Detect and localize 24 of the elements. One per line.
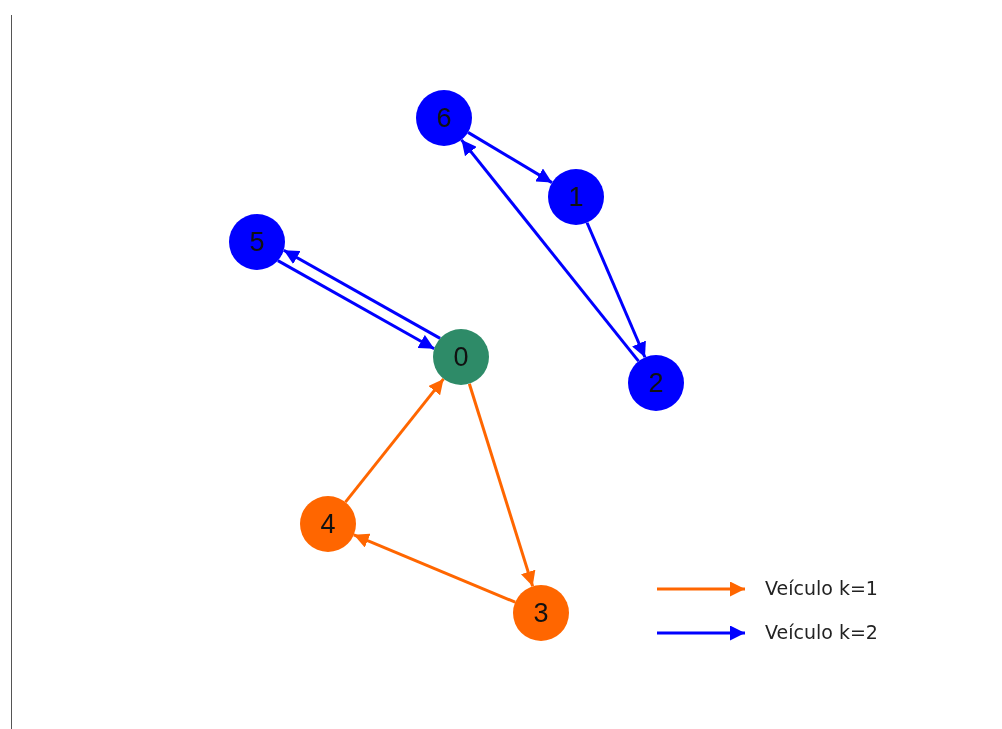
node-circle bbox=[229, 214, 285, 270]
node-label: 5 bbox=[249, 228, 265, 256]
arrow bbox=[353, 533, 516, 604]
arrow bbox=[283, 248, 441, 340]
arrow bbox=[585, 222, 647, 358]
node-label: 3 bbox=[533, 599, 549, 627]
node-circle bbox=[300, 496, 356, 552]
node-label: 0 bbox=[453, 343, 469, 371]
node-label: 6 bbox=[436, 104, 452, 132]
arrow bbox=[467, 131, 553, 184]
arrow bbox=[467, 383, 536, 587]
node-circle bbox=[628, 355, 684, 411]
arrow bbox=[344, 377, 445, 504]
node-circle bbox=[433, 329, 489, 385]
node-label: 4 bbox=[320, 510, 336, 538]
arrow bbox=[460, 138, 640, 363]
node-circle bbox=[513, 585, 569, 641]
legend-label: Veículo k=2 bbox=[765, 621, 878, 643]
arrow bbox=[277, 259, 435, 351]
node-circle bbox=[416, 90, 472, 146]
node-label: 2 bbox=[648, 369, 664, 397]
node-circle bbox=[548, 169, 604, 225]
legend-label: Veículo k=1 bbox=[765, 577, 878, 599]
node-label: 1 bbox=[568, 183, 584, 211]
